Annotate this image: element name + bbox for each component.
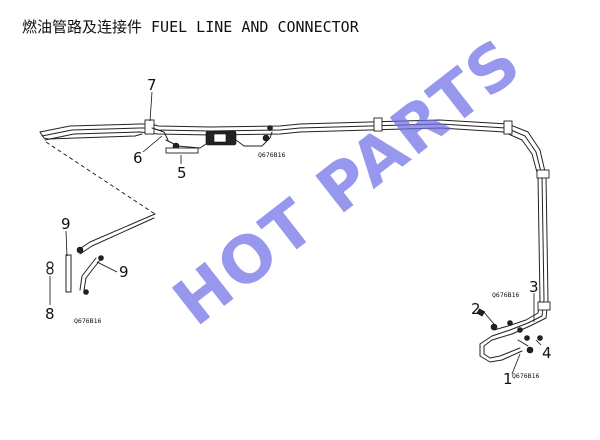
hose-clamp-icon: [267, 125, 273, 131]
diagram-title: 燃油管路及连接件 FUEL LINE AND CONNECTOR: [22, 18, 360, 36]
callout-1: 1: [503, 370, 513, 388]
hose-clamp-8-icon: [46, 261, 54, 275]
connector-icon: [476, 308, 543, 354]
hose-clamp-icon: [83, 289, 89, 295]
left-pipe-end: [39, 131, 49, 140]
hose-6: [151, 127, 169, 141]
filter-inlet-hose: [165, 139, 207, 149]
part-code-left-clamp: Q676B16: [74, 317, 101, 325]
callout-2: 2: [471, 300, 481, 318]
callout-4: 4: [542, 344, 552, 362]
short-pipe-5: [165, 147, 199, 154]
callout-7: 7: [147, 76, 157, 94]
hose-clamp-icon: [262, 134, 270, 142]
hose-9-right: [79, 257, 97, 291]
clip-right-top: [503, 120, 513, 135]
callout-3: 3: [529, 278, 539, 296]
leader-lines: [49, 91, 542, 375]
filter-outlet-hose: [235, 131, 273, 147]
callout-9-left: 9: [61, 215, 71, 233]
part-code-right-upper-clamp: Q676B16: [492, 291, 519, 299]
callout-8: 8: [45, 305, 55, 323]
callout-5: 5: [177, 164, 187, 182]
watermark-text: HOT PARTS: [160, 25, 535, 341]
clip-vertical-lower: [537, 301, 551, 311]
right-connector-assembly: Q676B16 Q676B16: [476, 291, 543, 380]
clip-mid: [373, 117, 383, 132]
pipe-clips: [144, 117, 551, 311]
callout-6: 6: [133, 149, 143, 167]
left-branch-pipe: [77, 213, 156, 251]
fuel-filter-group: Q676B16: [165, 125, 285, 159]
clip-vertical-upper: [536, 169, 550, 179]
hose-clamp-icon: [98, 255, 104, 261]
clip-7: [144, 119, 155, 135]
callout-9-right: 9: [119, 263, 129, 281]
part-code-filter-clamp: Q676B16: [258, 151, 285, 159]
left-sub-assembly: Q676B16: [46, 213, 156, 325]
part-code-right-lower-clamp: Q676B16: [512, 372, 539, 380]
hose-clamp-icon: [76, 246, 84, 254]
callout-numbers: 7 6 5 9 9 8 2 3 4 1: [45, 76, 552, 388]
dashed-connection-line: [45, 141, 156, 215]
connector-hose-1: [483, 325, 531, 359]
